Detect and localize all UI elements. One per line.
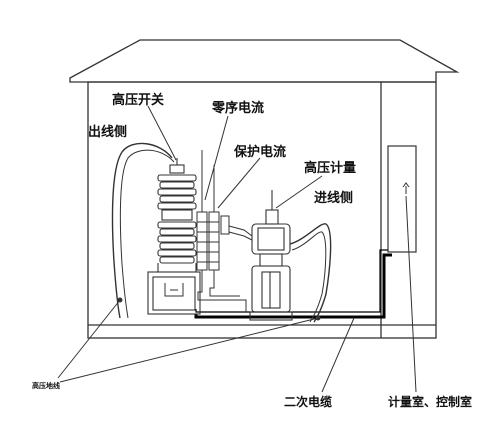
label-zero-sequence-current: 零序电流 xyxy=(212,101,265,116)
label-incoming-side: 进线侧 xyxy=(314,191,354,206)
building-wall xyxy=(87,81,437,339)
high-voltage-switch xyxy=(147,158,201,315)
high-voltage-metering-unit xyxy=(249,190,293,321)
roof xyxy=(69,39,460,83)
incoming-cable xyxy=(289,223,332,323)
grounding-leaders xyxy=(57,195,417,393)
outgoing-cable xyxy=(111,142,173,319)
label-high-voltage-switch: 高压开关 xyxy=(112,93,165,108)
label-high-voltage-metering: 高压计量 xyxy=(304,161,357,176)
ground-point-right xyxy=(315,315,321,321)
label-protection-current: 保护电流 xyxy=(234,145,287,160)
secondary-cable-line xyxy=(194,253,392,319)
ground-point-left xyxy=(117,297,123,303)
outgoing-cable-inner xyxy=(119,149,175,319)
label-high-voltage-grounding: 高压地线 xyxy=(32,382,60,390)
switch-insulator-sheds xyxy=(157,174,197,264)
label-outgoing-side: 出线侧 xyxy=(88,125,128,140)
secondary-cable-line-upper xyxy=(195,249,388,313)
label-secondary-cable: 二次电缆 xyxy=(284,395,333,409)
label-pointers xyxy=(147,105,323,209)
incoming-cable-inner xyxy=(291,231,327,323)
control-cabinet xyxy=(387,145,417,253)
current-transformers xyxy=(196,150,253,312)
switch-base xyxy=(147,271,201,315)
label-metering-control-room: 计量室、控制室 xyxy=(388,395,473,409)
building xyxy=(69,39,460,339)
